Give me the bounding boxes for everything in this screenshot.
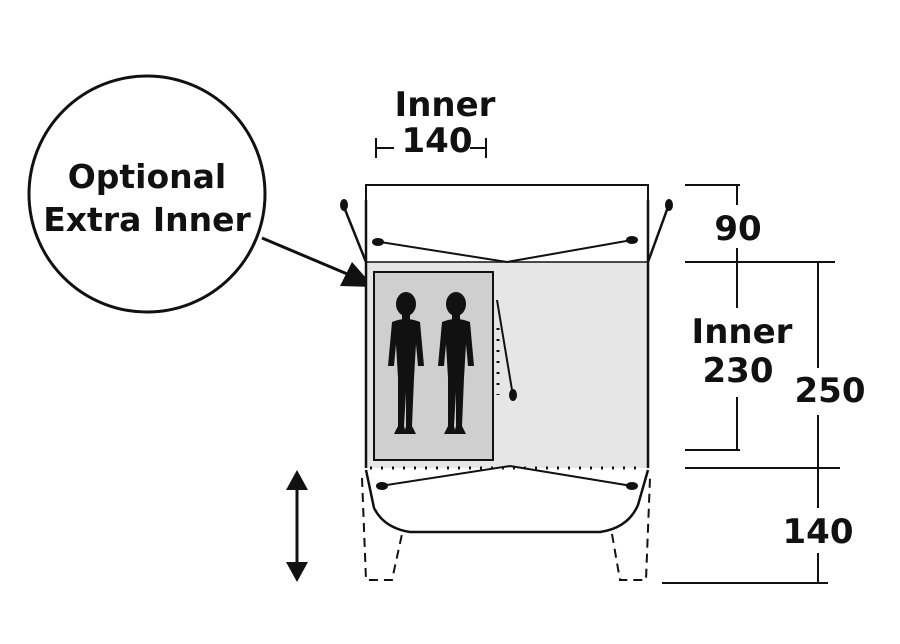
callout-pointer-line (261, 236, 353, 278)
callout-line1: Optional (68, 157, 227, 196)
vestibule-depth-label: 90 (714, 209, 761, 249)
optional-extra-inner (373, 271, 494, 461)
inner-length-label: Inner (692, 312, 793, 352)
total-length-label: 250 (795, 371, 866, 411)
inner-width-dimension: Inner 140 (365, 85, 649, 200)
inner-length-value: 230 (703, 351, 774, 391)
person-silhouette-icon (438, 292, 474, 434)
overall-width-bracket (365, 184, 649, 200)
person-silhouette-icon (388, 292, 424, 434)
rear-porch-canopy (364, 469, 650, 534)
optional-extra-inner-callout: Optional Extra Inner (27, 74, 374, 314)
length-dimensions (662, 184, 840, 584)
callout-line2: Extra Inner (43, 200, 251, 239)
double-arrow-vertical-icon (286, 470, 308, 582)
inner-width-label: Inner (395, 85, 496, 125)
callout-circle (27, 74, 267, 314)
inner-width-value: 140 (402, 121, 473, 161)
porch-depth-label: 140 (783, 512, 854, 552)
